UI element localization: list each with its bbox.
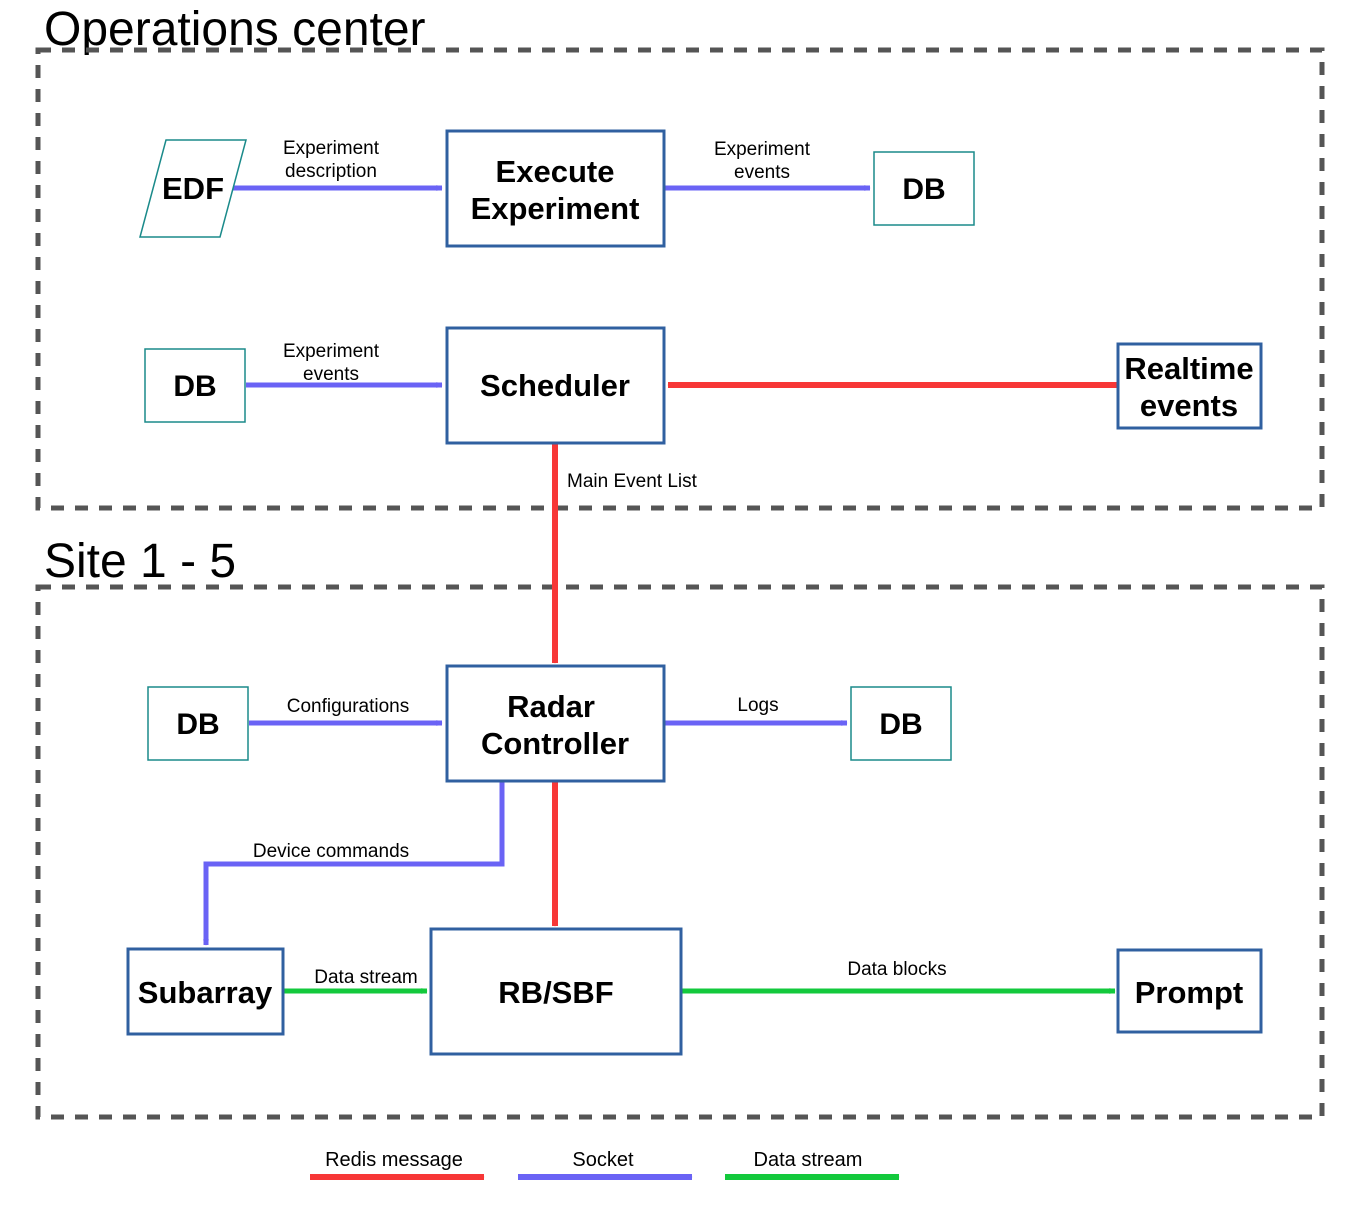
legend-label-redis: Redis message <box>325 1149 463 1171</box>
edge-label-scheduler-events-2: events <box>303 364 359 385</box>
subarray-node <box>126 947 285 1036</box>
realtime-events-label-2: events <box>1140 388 1238 423</box>
edge-label-device-commands: Device commands <box>253 841 409 862</box>
edge-label-experiment-description-1: Experiment <box>283 138 380 159</box>
edge-label-data-stream: Data stream <box>314 967 417 988</box>
edge-radar-to-subarray <box>203 781 505 946</box>
subarray-label: Subarray <box>138 975 273 1010</box>
legend-label-data-stream: Data stream <box>754 1149 863 1171</box>
db-node-site-left <box>147 686 249 761</box>
region-title-operations: Operations center <box>44 3 426 56</box>
radar-controller-label-2: Controller <box>481 726 629 761</box>
legend-label-socket: Socket <box>572 1149 634 1171</box>
edge-label-main-event-list: Main Event List <box>567 471 698 492</box>
scheduler-node <box>445 326 666 445</box>
db-site-left-label: DB <box>176 708 219 741</box>
execute-experiment-label-2: Experiment <box>471 191 640 226</box>
db-node-ops-right <box>873 151 975 226</box>
realtime-events-label-1: Realtime <box>1124 351 1253 386</box>
edge-label-scheduler-events-1: Experiment <box>283 341 380 362</box>
radar-controller-label-1: Radar <box>507 689 595 724</box>
execute-experiment-node <box>445 129 666 248</box>
prompt-label: Prompt <box>1135 975 1244 1010</box>
scheduler-label: Scheduler <box>480 368 630 403</box>
region-operations-center <box>35 47 1325 511</box>
db-ops-right-label: DB <box>902 173 945 206</box>
db-ops-left-label: DB <box>173 370 216 403</box>
rb-sbf-node <box>429 927 683 1056</box>
edf-node <box>139 139 247 238</box>
db-node-site-right <box>850 686 952 761</box>
edge-label-configurations: Configurations <box>287 696 410 717</box>
edf-label: EDF <box>162 171 224 206</box>
edge-label-data-blocks: Data blocks <box>847 959 946 980</box>
edge-label-logs: Logs <box>737 695 778 716</box>
prompt-node <box>1116 948 1263 1034</box>
radar-controller-node <box>445 664 666 783</box>
rb-sbf-label: RB/SBF <box>498 975 613 1010</box>
edge-label-execute-events-2: events <box>734 162 790 183</box>
region-title-site: Site 1 - 5 <box>44 535 236 588</box>
edge-label-execute-events-1: Experiment <box>714 139 811 160</box>
region-site <box>35 584 1325 1120</box>
db-site-right-label: DB <box>879 708 922 741</box>
realtime-events-node <box>1116 342 1263 430</box>
edge-label-experiment-description-2: description <box>285 161 377 182</box>
db-node-ops-left <box>144 348 246 423</box>
execute-experiment-label-1: Execute <box>496 154 615 189</box>
